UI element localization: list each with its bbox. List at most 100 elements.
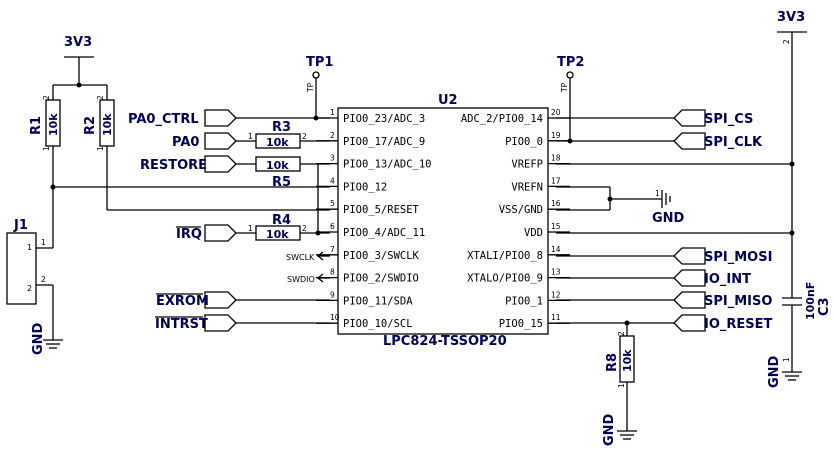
net-label-pa0-ctrl: PA0_CTRL [128, 112, 199, 127]
u2-pin-name: VDD [524, 227, 543, 239]
u2-pin-number: 15 [551, 222, 561, 231]
power-3v3-right-label: 3V3 [777, 10, 805, 25]
u2-pin-number: 16 [551, 199, 561, 208]
r8-ref: R8 [605, 353, 620, 372]
r1-value: 10k [47, 113, 60, 136]
tp2-ring [566, 71, 574, 79]
u2-pin-number: 20 [551, 108, 561, 117]
u2-pin-number: 14 [551, 245, 561, 254]
net-flag-exrom [204, 291, 237, 309]
r2-ref: R2 [83, 116, 98, 135]
net-label-restore: RESTORE [140, 158, 207, 173]
u2-pin-name: PIO0_1 [505, 295, 543, 307]
net-flag-intrst [204, 314, 237, 332]
j1-pin2-num: 2 [41, 275, 46, 284]
r4-pin-left: 1 [248, 224, 253, 233]
r8-value: 10k [621, 349, 634, 372]
r3-pin-right: 2 [302, 132, 307, 141]
c3-pin-top: 2 [782, 39, 791, 44]
u2-pin-name: PIO0_12 [343, 181, 387, 193]
u2-ref: U2 [438, 93, 458, 108]
net-flag-pa0-ctrl [204, 109, 237, 127]
r1-pin-top: 2 [42, 95, 51, 100]
swclk-label: SWCLK [286, 253, 315, 262]
u2-body [337, 107, 549, 335]
j1-ref: J1 [13, 218, 28, 233]
c3-pin-bottom: 1 [782, 357, 791, 362]
arrow-icon [316, 273, 324, 283]
r4-ref: R4 [272, 213, 291, 228]
u2-pin-number: 8 [330, 268, 335, 277]
r5-ref: R5 [272, 175, 291, 190]
r2-value: 10k [101, 113, 114, 136]
net-label-intrst: INTRST [155, 317, 208, 332]
r8-pin-bottom: 1 [617, 383, 626, 388]
u2-pin-number: 17 [551, 176, 561, 185]
u2-pin-name: PIO0_13/ADC_10 [343, 159, 432, 171]
r4-pin-right: 2 [302, 224, 307, 233]
u2-pin-name: VREFN [511, 181, 543, 193]
net-flag-io-reset [673, 314, 706, 332]
u2-pin-name: ADC_2/PIO0_14 [461, 113, 543, 125]
u2-pin-name: VREFP [511, 159, 543, 171]
u2-pin-number: 19 [551, 131, 561, 140]
u2-pin-number: 11 [551, 313, 561, 322]
tp1-ref: TP1 [306, 55, 333, 70]
r3-ref: R3 [272, 120, 291, 135]
u2-pin-number: 18 [551, 154, 561, 163]
r1-pin-bottom: 1 [42, 146, 51, 151]
u2-pin-name: VSS/GND [499, 204, 543, 216]
net-flag-spi-cs [673, 109, 706, 127]
junction-dot [76, 82, 82, 88]
u2-pin-name: XTALO/PIO0_9 [467, 273, 543, 285]
tp2-ref: TP2 [557, 55, 584, 70]
net-flag-restore [204, 155, 237, 173]
net-label-spi-clk: SPI_CLK [704, 135, 763, 150]
u2-pin-number: 2 [330, 131, 335, 140]
u2-pin-name: XTALI/PIO0_8 [467, 250, 543, 262]
net-flag-irq [204, 224, 237, 242]
j1-pin1-num: 1 [41, 238, 46, 247]
tp1-ring [312, 71, 320, 79]
junction-dot [313, 115, 319, 121]
u2-pin-number: 4 [330, 176, 335, 185]
net-label-spi-cs: SPI_CS [704, 112, 753, 127]
net-label-io-int: IO_INT [704, 272, 751, 287]
u2-pin-name: PIO0_11/SDA [343, 295, 413, 307]
gnd-label-u2: GND [652, 211, 685, 226]
u2-pin-name: PIO0_4/ADC_11 [343, 227, 425, 239]
c3-value: 100nF [804, 282, 817, 320]
junction-dot [315, 230, 321, 236]
u2-part: LPC824-TSSOP20 [383, 334, 507, 349]
j1-pin1-label: 1 [27, 243, 32, 252]
r3-pin-left: 1 [248, 132, 253, 141]
u2-pin-name: PIO0_15 [499, 318, 543, 330]
u2-left-pins: 1PIO0_23/ADC_32PIO0_17/ADC_93PIO0_13/ADC… [316, 108, 432, 330]
net-label-irq: IRQ [176, 227, 202, 242]
net-flag-spi-clk [673, 132, 706, 150]
u2-pin-number: 10 [330, 313, 340, 322]
net-flag-spi-mosi [673, 247, 706, 265]
power-3v3-left-label: 3V3 [64, 35, 92, 50]
u2-pin-number: 1 [330, 108, 335, 117]
net-label-pa0: PA0 [172, 135, 199, 150]
u2-pin-name: PIO0_2/SWDIO [343, 273, 419, 285]
gnd-pin-num: 1 [655, 189, 660, 198]
u2-pin-number: 6 [330, 222, 335, 231]
swdio-label: SWDIO [287, 275, 315, 284]
gnd-label-r8: GND [602, 413, 617, 446]
u2-pin-number: 9 [330, 290, 335, 299]
net-flag-io-int [673, 269, 706, 287]
arrow-icon [316, 251, 324, 261]
u2-pin-number: 13 [551, 268, 561, 277]
r8-pin-top: 2 [617, 331, 626, 336]
r2-pin-top: 2 [96, 95, 105, 100]
u2-pin-name: PIO0_10/SCL [343, 318, 413, 330]
junction-dot [50, 184, 56, 190]
net-label-exrom: EXROM [156, 294, 209, 309]
c3-ref: C3 [817, 297, 832, 316]
gnd-label-c3: GND [767, 355, 782, 388]
net-flag-pa0 [204, 132, 237, 150]
u2-pin-name: PIO0_17/ADC_9 [343, 136, 425, 148]
